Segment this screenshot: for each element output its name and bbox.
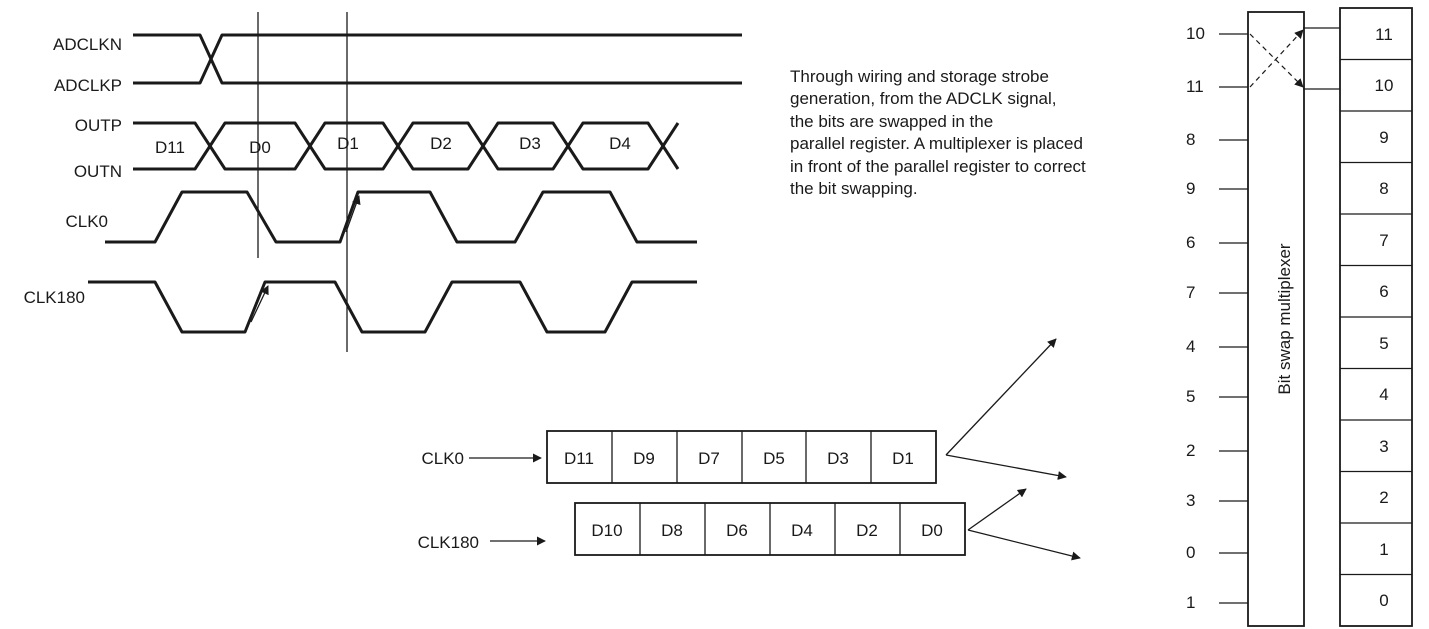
adclkp-label: ADCLKP xyxy=(54,76,122,95)
register-cell: D10 xyxy=(591,521,622,540)
clk0-register-label: CLK0 xyxy=(421,449,464,468)
output-bit-label: 1 xyxy=(1379,540,1388,559)
mux-input-label: 9 xyxy=(1186,179,1195,198)
mux-input-label: 7 xyxy=(1186,283,1195,302)
clk180-register-label: CLK180 xyxy=(418,533,479,552)
note-line: Through wiring and storage strobe xyxy=(790,67,1049,86)
output-bit-label: 0 xyxy=(1379,591,1388,610)
multiplexer-box xyxy=(1247,11,1305,627)
clk0-timing-label: CLK0 xyxy=(65,212,108,231)
outp-label: OUTP xyxy=(75,116,122,135)
timing-diagram: ADCLKN ADCLKP OUTP OUTN CLK0 CLK180 D11 … xyxy=(24,12,742,352)
mux-input-label: 3 xyxy=(1186,491,1195,510)
edge-arrow xyxy=(345,195,361,233)
note-line: in front of the parallel register to cor… xyxy=(790,156,1086,176)
note-line: generation, from the ADCLK signal, xyxy=(790,89,1057,109)
register-cell: D8 xyxy=(661,521,683,540)
fanout-arrow xyxy=(945,338,1057,456)
swap-path xyxy=(1249,29,1304,88)
bit-label: D3 xyxy=(519,134,541,153)
outp-waveform xyxy=(133,121,680,148)
register-cell: D3 xyxy=(827,449,849,468)
clk180-timing-label: CLK180 xyxy=(24,288,85,307)
bit-label: D0 xyxy=(249,138,271,157)
output-bit-label: 3 xyxy=(1379,437,1388,456)
mux-input-label: 1 xyxy=(1186,593,1195,612)
outn-waveform xyxy=(133,144,680,171)
bit-label: D2 xyxy=(430,134,452,153)
output-bit-label: 8 xyxy=(1379,179,1388,198)
register-cell: D2 xyxy=(856,521,878,540)
output-bit-label: 2 xyxy=(1379,488,1388,507)
mux-input-label: 0 xyxy=(1186,543,1195,562)
register-cell: D7 xyxy=(698,449,720,468)
register-cell: D6 xyxy=(726,521,748,540)
swap-path xyxy=(1249,33,1304,88)
output-register: 11 10 9 8 7 6 5 4 3 2 1 0 xyxy=(1339,7,1413,627)
bit-label: D4 xyxy=(609,134,631,153)
bit-label: D1 xyxy=(337,134,359,153)
clk180-register: D10 D8 D6 D4 D2 D0 xyxy=(574,502,966,556)
parallel-registers: CLK0 CLK180 D11 D9 D7 D5 D3 D1 D10 D8 xyxy=(418,338,1081,561)
register-cell: D11 xyxy=(564,449,594,468)
fanout-arrow xyxy=(967,529,1081,561)
outn-label: OUTN xyxy=(74,162,122,181)
output-bit-label: 11 xyxy=(1375,25,1393,44)
note-line: the bit swapping. xyxy=(790,179,918,199)
register-cell: D1 xyxy=(892,449,914,468)
clk180-waveform xyxy=(88,280,697,334)
mux-input-label: 10 xyxy=(1186,24,1205,43)
bit-swap-multiplexer: Bit swap multiplexer 10 11 8 9 6 7 4 5 2… xyxy=(1186,11,1340,627)
bit-label: D11 xyxy=(155,138,185,157)
clk0-waveform xyxy=(105,190,697,244)
register-cell: D4 xyxy=(791,521,813,540)
mux-input-label: 6 xyxy=(1186,233,1195,252)
mux-input-label: 2 xyxy=(1186,441,1195,460)
multiplexer-label: Bit swap multiplexer xyxy=(1275,243,1294,395)
fanout-arrow xyxy=(967,488,1027,531)
output-bit-label: 7 xyxy=(1379,231,1388,250)
mux-input-label: 8 xyxy=(1186,130,1195,149)
explanation-note: Through wiring and storage strobe genera… xyxy=(790,66,1170,200)
note-line: the bits are swapped in the xyxy=(790,111,994,131)
multiplexer-inputs: 10 11 8 9 6 7 4 5 2 3 0 1 xyxy=(1186,24,1248,612)
mux-input-label: 4 xyxy=(1186,337,1195,356)
output-bit-label: 4 xyxy=(1379,385,1388,404)
output-bit-label: 10 xyxy=(1375,76,1394,95)
clk0-register: D11 D9 D7 D5 D3 D1 xyxy=(546,430,937,484)
adclkn-label: ADCLKN xyxy=(53,35,122,54)
edge-arrow xyxy=(250,285,269,323)
adclkn-waveform xyxy=(133,33,742,85)
register-cell: D9 xyxy=(633,449,655,468)
output-bit-label: 6 xyxy=(1379,282,1388,301)
output-bit-label: 9 xyxy=(1379,128,1388,147)
register-cell: D5 xyxy=(763,449,785,468)
mux-input-label: 11 xyxy=(1186,77,1204,96)
note-line: parallel register. A multiplexer is plac… xyxy=(790,134,1083,154)
fanout-arrow xyxy=(945,454,1067,480)
output-bit-label: 5 xyxy=(1379,334,1388,353)
mux-input-label: 5 xyxy=(1186,387,1195,406)
register-cell: D0 xyxy=(921,521,943,540)
adclkp-waveform xyxy=(133,33,742,85)
